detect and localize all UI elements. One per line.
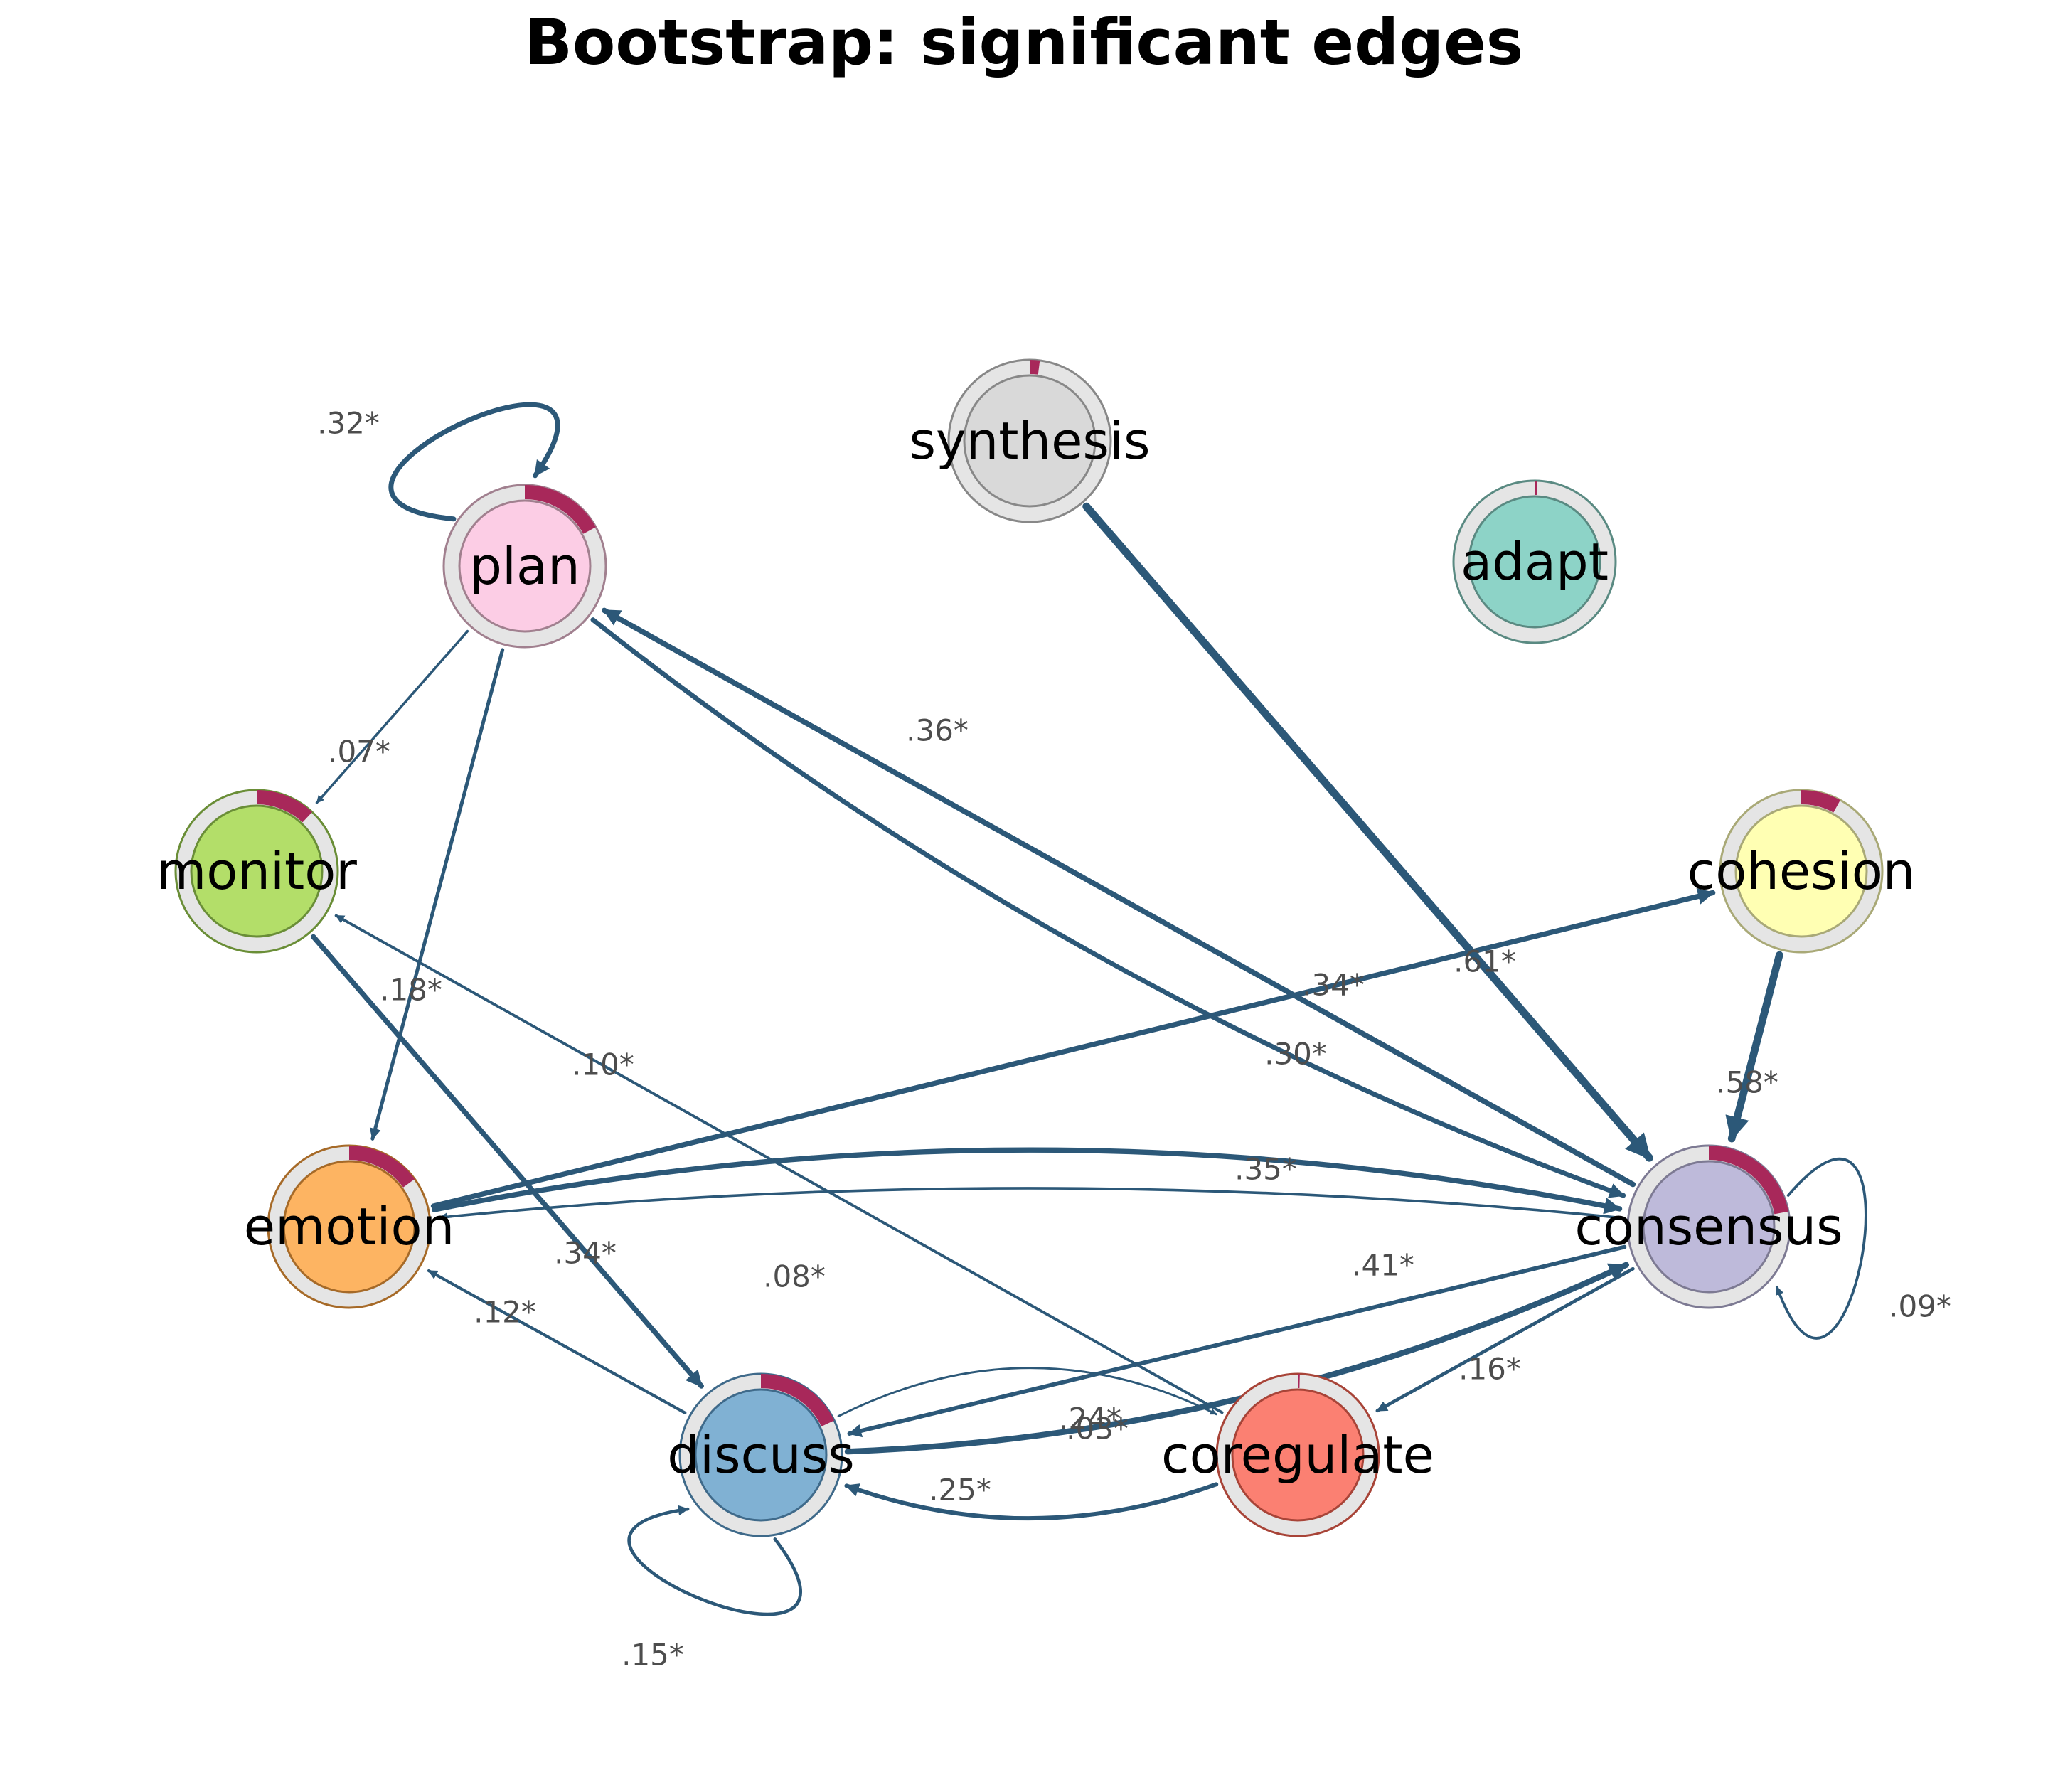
edge-label-discuss-to-coregulate: .03* bbox=[1066, 1412, 1129, 1446]
edge-plan-to-plan bbox=[388, 402, 560, 522]
edge-discuss-to-discuss bbox=[627, 1505, 802, 1616]
node-ring-fill bbox=[1801, 790, 1840, 813]
edge-emotion-to-cohesion bbox=[430, 888, 1716, 1209]
edge-coregulate-to-discuss bbox=[844, 1482, 1219, 1521]
node-label-cohesion: cohesion bbox=[1687, 841, 1916, 901]
node-cohesion[interactable]: cohesion bbox=[1687, 789, 1916, 954]
edge-label-consensus-to-consensus: .09* bbox=[1889, 1289, 1951, 1324]
edge-cohesion-to-consensus bbox=[1725, 951, 1783, 1143]
node-core bbox=[694, 1388, 828, 1522]
edge-discuss-to-coregulate bbox=[837, 1367, 1217, 1417]
edge-plan-to-monitor bbox=[315, 629, 469, 804]
node-label-adapt: adapt bbox=[1461, 532, 1609, 592]
edge-label-discuss-to-emotion: .12* bbox=[474, 1295, 536, 1330]
edge-coregulate-to-monitor bbox=[334, 914, 1224, 1414]
edge-consensus-to-coregulate bbox=[1375, 1266, 1635, 1413]
edge-label-discuss-to-consensus: .41* bbox=[1352, 1248, 1414, 1283]
node-monitor[interactable]: monitor bbox=[156, 789, 357, 954]
edge-label-discuss-to-discuss: .15* bbox=[622, 1638, 684, 1673]
edge-label-synthesis-to-consensus: .61* bbox=[1454, 944, 1516, 979]
node-label-emotion: emotion bbox=[244, 1197, 454, 1257]
edge-label-plan-to-monitor: .07* bbox=[328, 735, 390, 769]
node-core bbox=[282, 1160, 416, 1294]
node-ring-fill bbox=[760, 1374, 835, 1427]
node-label-coregulate: coregulate bbox=[1161, 1425, 1434, 1485]
edge-plan-to-consensus bbox=[590, 617, 1626, 1198]
node-coregulate[interactable]: coregulate bbox=[1161, 1372, 1434, 1537]
node-label-synthesis: synthesis bbox=[910, 411, 1151, 471]
edge-emotion-to-consensus bbox=[431, 1147, 1623, 1215]
node-synthesis[interactable]: synthesis bbox=[910, 358, 1151, 523]
edge-labels-layer: .32* .07* .18* .30* .36* .61* .58* .34* .35* .08*… bbox=[317, 406, 1951, 1673]
node-core bbox=[1231, 1388, 1365, 1522]
node-consensus[interactable]: consensus bbox=[1574, 1144, 1843, 1309]
node-core bbox=[1468, 495, 1601, 629]
edge-label-consensus-to-coregulate: .16* bbox=[1458, 1352, 1521, 1387]
node-ring-fill bbox=[1029, 360, 1040, 375]
edge-monitor-to-discuss bbox=[311, 934, 704, 1389]
edge-label-consensus-to-emotion: .08* bbox=[763, 1259, 826, 1294]
diagram-title: Bootstrap: significant edges bbox=[525, 6, 1523, 79]
node-plan[interactable]: plan bbox=[442, 484, 607, 649]
edge-label-monitor-to-discuss: .34* bbox=[554, 1236, 617, 1271]
node-core bbox=[458, 499, 592, 633]
edge-label-coregulate-to-monitor: .10* bbox=[572, 1047, 634, 1082]
node-core bbox=[190, 804, 324, 938]
node-core bbox=[963, 374, 1097, 508]
node-ring-fill bbox=[256, 790, 313, 823]
nodes-layer: plan synthesis adapt monitor cohesion emotion… bbox=[156, 358, 1916, 1537]
node-core bbox=[1642, 1160, 1776, 1294]
edge-label-consensus-to-discuss: .24* bbox=[1059, 1402, 1121, 1436]
node-adapt[interactable]: adapt bbox=[1452, 479, 1617, 644]
node-ring-fill bbox=[348, 1146, 415, 1188]
node-core bbox=[1734, 804, 1868, 938]
edge-consensus-to-discuss bbox=[847, 1244, 1627, 1438]
edge-synthesis-to-consensus bbox=[1082, 502, 1653, 1162]
node-label-consensus: consensus bbox=[1574, 1197, 1842, 1257]
edge-consensus-to-emotion bbox=[438, 1187, 1624, 1221]
edge-label-plan-to-plan: .32* bbox=[317, 406, 380, 441]
node-label-plan: plan bbox=[469, 536, 580, 596]
node-ring-fill bbox=[1708, 1146, 1788, 1215]
node-label-discuss: discuss bbox=[667, 1425, 854, 1485]
edge-label-emotion-to-cohesion: .34* bbox=[1302, 968, 1365, 1003]
edge-plan-to-emotion bbox=[369, 648, 505, 1141]
edge-label-cohesion-to-consensus: .58* bbox=[1716, 1065, 1778, 1100]
node-emotion[interactable]: emotion bbox=[244, 1144, 454, 1309]
edge-label-emotion-to-consensus: .35* bbox=[1234, 1152, 1297, 1187]
edge-label-plan-to-emotion: .18* bbox=[380, 973, 442, 1008]
node-ring-fill bbox=[524, 485, 596, 534]
edge-consensus-to-plan bbox=[602, 607, 1636, 1188]
edge-label-consensus-to-plan: .36* bbox=[906, 713, 969, 748]
node-discuss[interactable]: discuss bbox=[667, 1372, 855, 1537]
node-label-monitor: monitor bbox=[156, 841, 357, 901]
edge-label-plan-to-consensus: .30* bbox=[1264, 1037, 1327, 1072]
edge-consensus-to-consensus bbox=[1775, 1157, 1867, 1340]
edge-discuss-to-emotion bbox=[427, 1269, 687, 1414]
edge-label-coregulate-to-discuss: .25* bbox=[929, 1473, 991, 1508]
